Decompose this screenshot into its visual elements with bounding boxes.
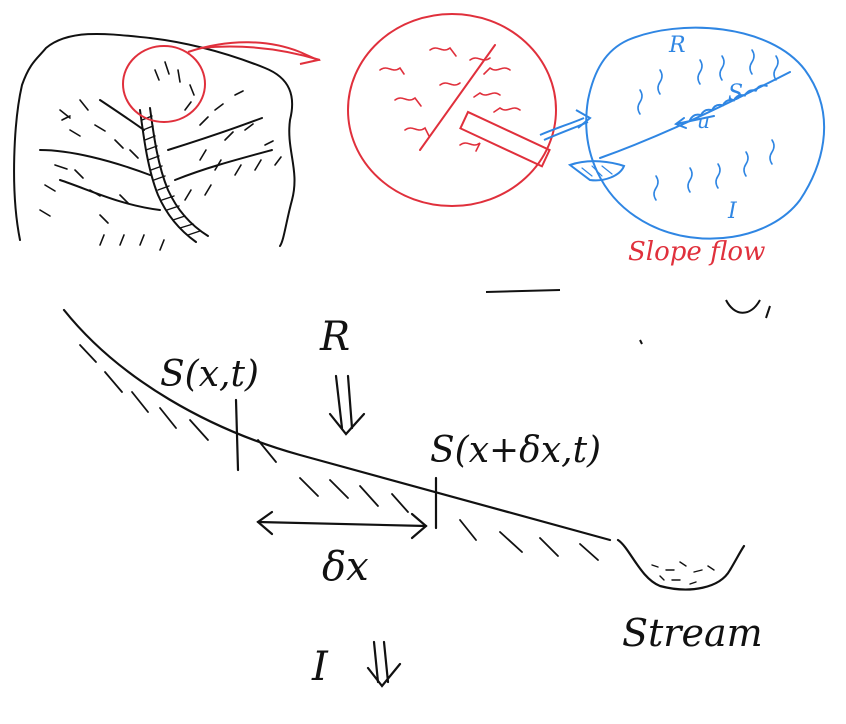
zoomed-slope-circle: [347, 13, 557, 207]
stream-label: Stream: [622, 611, 763, 655]
delta-x-arrow: [256, 520, 428, 528]
section-marker-left: [234, 398, 240, 472]
rainfall-arrow: [334, 374, 354, 430]
zoom-channel-line: [419, 44, 496, 151]
zoom-rainfall-label: R: [668, 33, 686, 58]
slope-flow-title: Slope flow: [628, 237, 765, 267]
hillslope-profile: [62, 308, 746, 688]
zoom-infiltration-label: I: [727, 199, 738, 224]
channel-hatching: [141, 115, 201, 236]
velocity-arrow: [673, 115, 715, 129]
storage-right-label: S(x+δx,t): [430, 430, 601, 471]
zoom-strip: [459, 110, 551, 168]
zoom-arrow-blue: [539, 109, 592, 141]
stream-channel: [616, 538, 746, 591]
flow-arrows: [39, 61, 282, 251]
channel-cross-section: [567, 160, 626, 182]
tributary: [59, 179, 161, 211]
zoom-velocity-label: u: [697, 109, 710, 133]
catchment-sketch: [13, 32, 296, 251]
rain-strokes: [637, 49, 779, 115]
tributary: [174, 149, 273, 181]
tributary: [167, 117, 263, 151]
zoom-flow-arrows: [379, 46, 521, 152]
hillslope-surface-line: [62, 308, 612, 542]
infiltration-strokes: [653, 139, 775, 201]
tributary: [99, 99, 145, 131]
main-channel-left: [139, 109, 197, 243]
flow-surface-wavy: [689, 84, 768, 121]
rainfall-label: R: [319, 314, 350, 360]
scribble-marks: [485, 289, 771, 345]
slope-flow-circle: [567, 26, 826, 240]
storage-left-label: S(x,t): [160, 354, 259, 395]
zoom-marker: [122, 41, 322, 123]
infiltration-arrow: [372, 640, 390, 684]
delta-x-label: δx: [322, 544, 369, 590]
tributary: [39, 149, 151, 176]
zoom-storage-label: S: [728, 81, 743, 106]
hillslope-hatching: [79, 344, 599, 561]
infiltration-label: I: [311, 644, 329, 690]
catchment-outline: [13, 32, 296, 247]
